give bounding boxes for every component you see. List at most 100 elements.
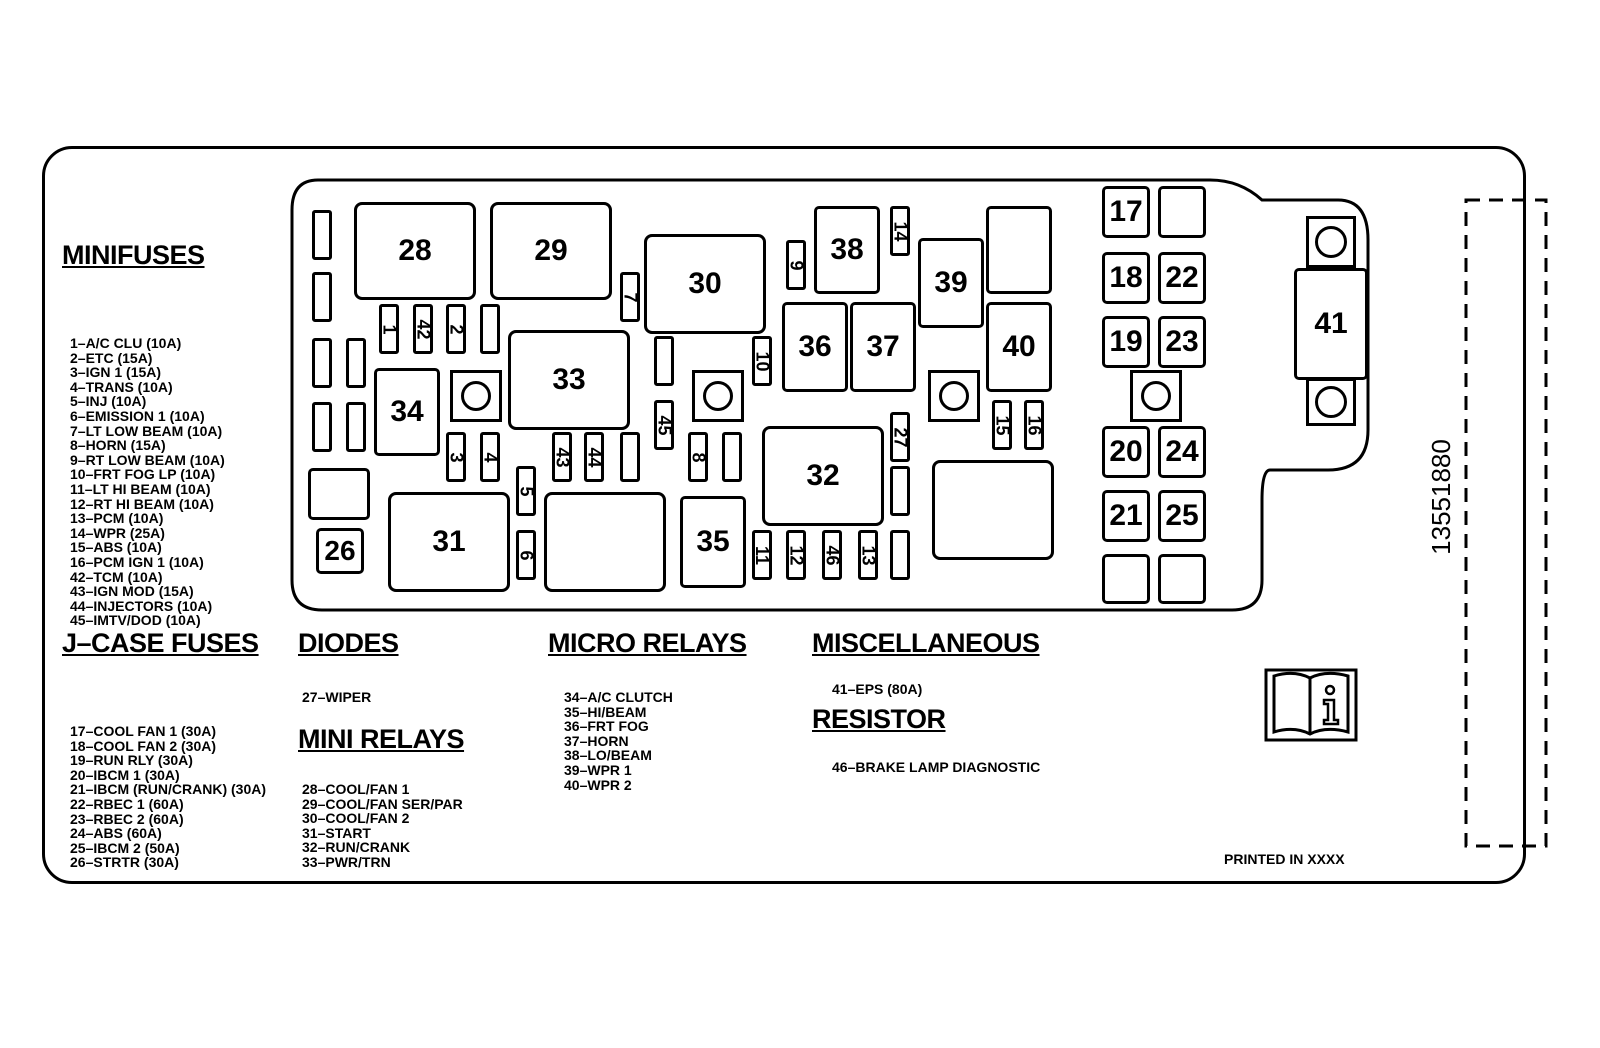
minifuse-blank	[890, 530, 910, 580]
minifuse-7[interactable]: 7	[620, 272, 640, 322]
minifuse-45[interactable]: 45	[654, 400, 675, 450]
minifuse-blank	[346, 402, 366, 452]
jcase-21[interactable]: 21	[1102, 490, 1150, 542]
bolt-2	[692, 370, 744, 422]
minifuse-blank	[620, 432, 640, 482]
minifuse-blank	[480, 304, 500, 354]
mini-relay-legend-item: 33–PWR/TRN	[302, 853, 391, 870]
minifuse-legend-item: 9–RT LOW BEAM (10A)	[70, 451, 225, 468]
minifuse-44[interactable]: 44	[584, 432, 605, 482]
relay-blank-b	[932, 460, 1054, 560]
jcase-legend-item: 22–RBEC 1 (60A)	[70, 795, 184, 812]
relay-30[interactable]: 30	[644, 234, 766, 334]
jcase-26[interactable]: 26	[316, 528, 364, 574]
minifuse-1[interactable]: 1	[379, 304, 399, 354]
relay-40[interactable]: 40	[986, 302, 1052, 392]
minifuse-legend-item: 44–INJECTORS (10A)	[70, 597, 213, 614]
minifuse-legend-item: 4–TRANS (10A)	[70, 378, 173, 395]
diode-27[interactable]: 27	[890, 412, 911, 462]
micro-relay-legend-item: 38–LO/BEAM	[564, 747, 652, 764]
part-number: 13551880	[1426, 439, 1456, 555]
relay-blank-c	[986, 206, 1052, 294]
minifuse-13[interactable]: 13	[858, 530, 879, 580]
bolt-4	[1130, 370, 1182, 422]
resistor-legend-item: 46–BRAKE LAMP DIAGNOSTIC	[832, 759, 1041, 775]
jcase-22[interactable]: 22	[1158, 252, 1206, 304]
relay-blank-a	[544, 492, 666, 592]
resistor-heading: RESISTOR	[812, 704, 946, 734]
minifuse-legend-item: 5–INJ (10A)	[70, 393, 147, 410]
minifuse-11[interactable]: 11	[752, 530, 773, 580]
minifuse-43[interactable]: 43	[552, 432, 573, 482]
jcase-legend-item: 26–STRTR (30A)	[70, 854, 179, 871]
jcase-19[interactable]: 19	[1102, 316, 1150, 368]
minifuse-16[interactable]: 16	[1024, 400, 1045, 450]
mini-relay-legend-item: 32–RUN/CRANK	[302, 839, 411, 856]
minifuse-3[interactable]: 3	[446, 432, 466, 482]
jcase-18[interactable]: 18	[1102, 252, 1150, 304]
jcase-25[interactable]: 25	[1158, 490, 1206, 542]
minifuse-42[interactable]: 42	[413, 304, 434, 354]
minifuse-10[interactable]: 10	[752, 336, 773, 386]
jcase-20[interactable]: 20	[1102, 426, 1150, 478]
relay-34[interactable]: 34	[374, 368, 440, 456]
relay-31[interactable]: 31	[388, 492, 510, 592]
minifuse-6[interactable]: 6	[516, 530, 536, 580]
mini-relay-legend-item: 30–COOL/FAN 2	[302, 810, 410, 827]
minifuse-legend-item: 10–FRT FOG LP (10A)	[70, 466, 216, 483]
minifuse-9[interactable]: 9	[786, 240, 806, 290]
jcase-23[interactable]: 23	[1158, 316, 1206, 368]
relay-36[interactable]: 36	[782, 302, 848, 392]
diode-legend-item: 27–WIPER	[302, 689, 372, 705]
jcase-blank-left	[308, 468, 370, 520]
jcase-blank-b1	[1102, 554, 1150, 604]
relay-29[interactable]: 29	[490, 202, 612, 300]
minifuse-5[interactable]: 5	[516, 466, 536, 516]
relay-37[interactable]: 37	[850, 302, 916, 392]
mini-relay-legend-item: 31–START	[302, 824, 371, 841]
minifuse-legend-item: 11–LT HI BEAM (10A)	[70, 480, 211, 497]
micro-relay-legend-item: 35–HI/BEAM	[564, 703, 647, 720]
jcase-heading: J–CASE FUSES	[62, 628, 259, 658]
micro-relay-legend-item: 39–WPR 1	[564, 761, 632, 778]
jcase-legend-item: 25–IBCM 2 (50A)	[70, 839, 180, 856]
misc-legend-item: 41–EPS (80A)	[832, 681, 923, 697]
micro-relay-legend-item: 34–A/C CLUTCH	[564, 689, 673, 705]
jcase-24[interactable]: 24	[1158, 426, 1206, 478]
fuse-41[interactable]: 41	[1294, 268, 1368, 380]
mini-relay-legend-item: 28–COOL/FAN 1	[302, 781, 410, 797]
minifuse-blank	[654, 336, 674, 386]
minifuse-blank	[312, 272, 332, 322]
minifuse-4[interactable]: 4	[480, 432, 500, 482]
minifuse-2[interactable]: 2	[446, 304, 466, 354]
relay-28[interactable]: 28	[354, 202, 476, 300]
relay-39[interactable]: 39	[918, 238, 984, 328]
relay-35[interactable]: 35	[680, 496, 746, 588]
minifuse-legend-item: 16–PCM IGN 1 (10A)	[70, 553, 204, 570]
resistor-46[interactable]: 46	[822, 530, 843, 580]
minifuse-legend-item: 2–ETC (15A)	[70, 349, 153, 366]
minifuse-14[interactable]: 14	[890, 206, 911, 256]
diodes-heading: DIODES	[298, 628, 399, 658]
jcase-legend-item: 17–COOL FAN 1 (30A)	[70, 723, 217, 739]
minifuse-legend-item: 13–PCM (10A)	[70, 510, 164, 527]
relay-32[interactable]: 32	[762, 426, 884, 526]
eps-terminal-top	[1306, 216, 1356, 268]
minifuse-legend-item: 14–WPR (25A)	[70, 524, 165, 541]
minifuse-15[interactable]: 15	[992, 400, 1013, 450]
jcase-17[interactable]: 17	[1102, 186, 1150, 238]
minifuse-legend-item: 8–HORN (15A)	[70, 437, 166, 454]
minifuse-8[interactable]: 8	[688, 432, 708, 482]
bolt-3	[928, 370, 980, 422]
jcase-legend-item: 18–COOL FAN 2 (30A)	[70, 737, 217, 754]
relay-38[interactable]: 38	[814, 206, 880, 294]
minifuses-list: 1–A/C CLU (10A)2–ETC (15A)3–IGN 1 (15A)4…	[70, 336, 225, 628]
micro-relay-legend-item: 36–FRT FOG	[564, 718, 649, 735]
relay-33[interactable]: 33	[508, 330, 630, 430]
minifuse-legend-item: 45–IMTV/DOD (10A)	[70, 612, 201, 629]
jcase-legend-item: 24–ABS (60A)	[70, 825, 162, 842]
jcase-legend-item: 20–IBCM 1 (30A)	[70, 766, 180, 783]
minifuse-12[interactable]: 12	[786, 530, 807, 580]
